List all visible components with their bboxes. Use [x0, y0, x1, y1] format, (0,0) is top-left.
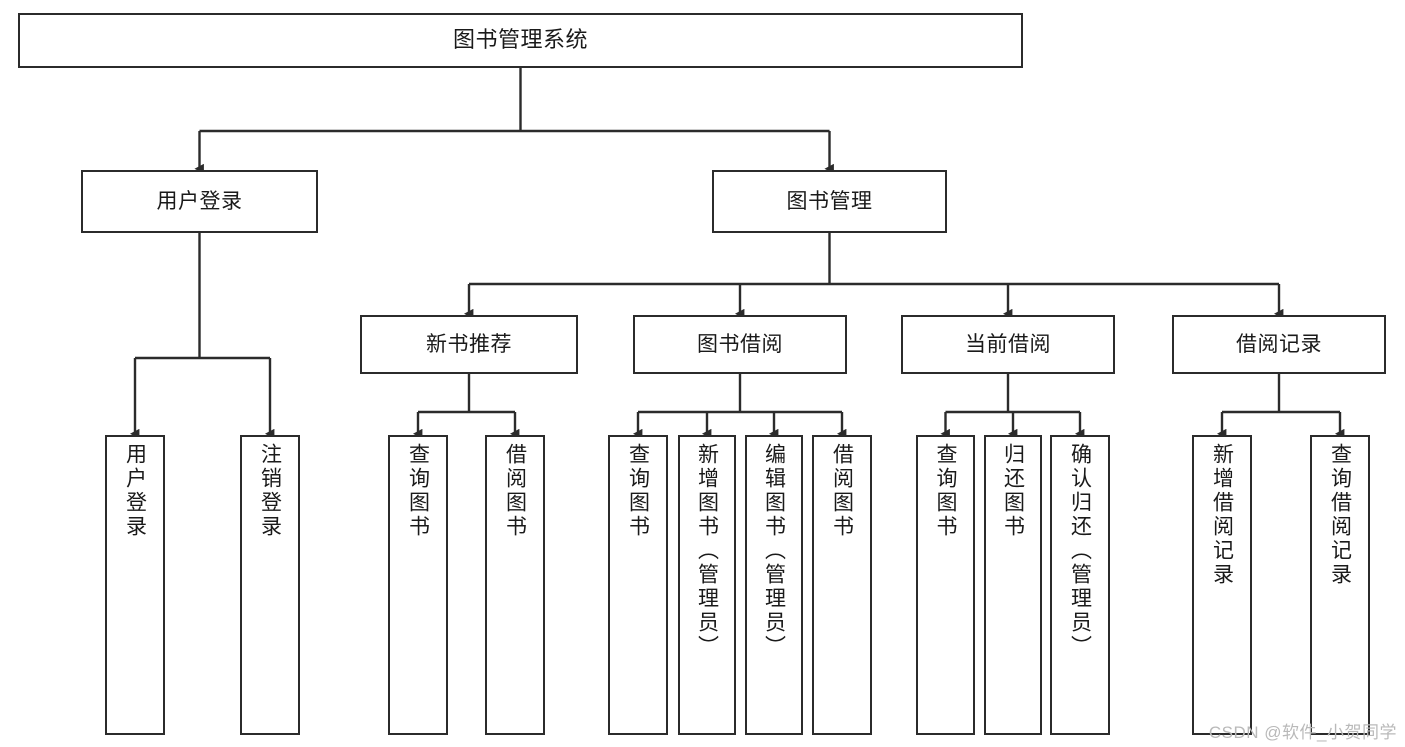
node-records[interactable]: 借阅记录	[1172, 315, 1386, 374]
node-label: 当前借阅	[965, 332, 1051, 356]
node-borrow[interactable]: 图书借阅	[633, 315, 847, 374]
node-l-nb-borrow[interactable]: 借阅图书	[485, 435, 545, 735]
node-label: 归还图书	[1001, 443, 1025, 539]
node-current[interactable]: 当前借阅	[901, 315, 1115, 374]
node-label: 借阅图书	[830, 443, 854, 539]
node-label: 查询图书	[626, 443, 650, 539]
node-label: 用户登录	[123, 443, 147, 539]
node-root[interactable]: 图书管理系统	[18, 13, 1023, 68]
node-l-b-edit[interactable]: 编辑图书（管理员）	[745, 435, 803, 735]
node-label: 图书管理系统	[452, 27, 588, 53]
node-label: 查询借阅记录	[1328, 443, 1352, 587]
node-label: 确认归还（管理员）	[1068, 443, 1092, 659]
node-l-c-return[interactable]: 归还图书	[984, 435, 1042, 735]
node-label: 图书管理	[786, 189, 873, 213]
node-l-b-add[interactable]: 新增图书（管理员）	[678, 435, 736, 735]
node-l-nb-query[interactable]: 查询图书	[388, 435, 448, 735]
node-l-login[interactable]: 用户登录	[105, 435, 165, 735]
node-l-logout[interactable]: 注销登录	[240, 435, 300, 735]
node-newbook[interactable]: 新书推荐	[360, 315, 578, 374]
node-l-r-add[interactable]: 新增借阅记录	[1192, 435, 1252, 735]
node-label: 查询图书	[934, 443, 957, 539]
node-label: 用户登录	[156, 189, 243, 213]
node-label: 注销登录	[258, 443, 282, 539]
node-l-r-query[interactable]: 查询借阅记录	[1310, 435, 1370, 735]
node-label: 新增图书（管理员）	[695, 443, 719, 659]
node-label: 借阅图书	[503, 443, 527, 539]
node-label: 图书借阅	[697, 332, 783, 356]
node-label: 编辑图书（管理员）	[762, 443, 786, 659]
node-label: 借阅记录	[1236, 332, 1322, 356]
node-l-b-query[interactable]: 查询图书	[608, 435, 668, 735]
node-l-b-borrow[interactable]: 借阅图书	[812, 435, 872, 735]
watermark-text: CSDN @软件_小贺同学	[1208, 723, 1397, 742]
node-bookmgmt[interactable]: 图书管理	[712, 170, 947, 233]
node-label: 查询图书	[406, 443, 430, 539]
node-label: 新增借阅记录	[1210, 443, 1234, 587]
node-label: 新书推荐	[426, 332, 512, 356]
node-l-c-confirm[interactable]: 确认归还（管理员）	[1050, 435, 1110, 735]
node-l-c-query[interactable]: 查询图书	[916, 435, 975, 735]
node-login[interactable]: 用户登录	[81, 170, 318, 233]
